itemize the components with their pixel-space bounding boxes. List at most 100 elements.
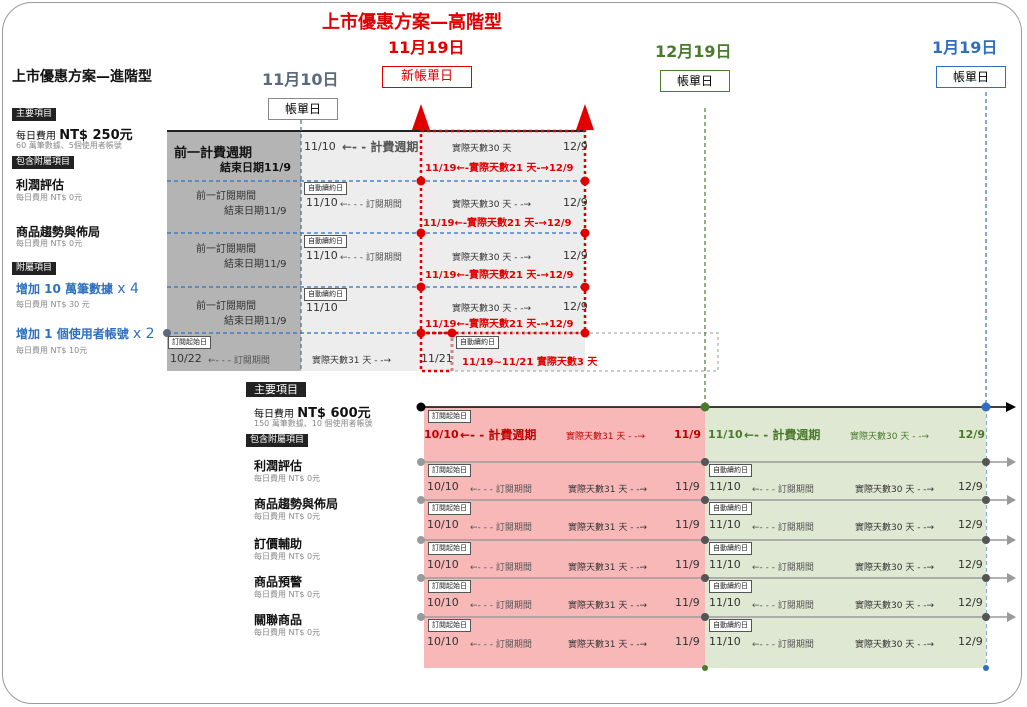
sub-actual: 實際天數30 天 - -→ xyxy=(452,200,532,210)
date-1219: 12月19日 xyxy=(655,42,732,61)
sub-start-badge: 訂閱起始日 xyxy=(428,580,471,593)
sub-label: ←- - - 訂閱期間 xyxy=(340,200,402,210)
first-sub-actual: 實際天數31 天 - -→ xyxy=(568,601,648,611)
billing-label: ←- - 計費週期 xyxy=(342,140,419,154)
first-sub-start: 10/10 xyxy=(427,596,459,609)
item-name: 關聯商品 xyxy=(254,613,303,627)
item-fee: 每日費用 NT$ 0元 xyxy=(16,239,83,248)
first-sub-label: ←- - - 訂閱期間 xyxy=(470,523,532,533)
auto-renew-badge: 自動續約日 xyxy=(304,235,347,248)
first-sub-end: 11/9 xyxy=(675,558,700,571)
sub-start-badge: 訂閱起始日 xyxy=(168,336,211,349)
sub-start: 11/10 xyxy=(306,249,338,262)
new-billing-day-box: 新帳單日 xyxy=(382,66,472,88)
first-sub-end: 11/9 xyxy=(675,518,700,531)
first-sub-start: 10/10 xyxy=(427,558,459,571)
auto-renew-badge: 自動續約日 xyxy=(304,288,347,301)
second-sub-actual: 實際天數30 天 - -→ xyxy=(855,563,935,573)
sub-start: 11/10 xyxy=(306,301,338,314)
auto-renew-badge: 自動續約日 xyxy=(709,542,752,555)
second-sub-start: 11/10 xyxy=(709,480,741,493)
first-sub-label: ←- - - 訂閱期間 xyxy=(470,640,532,650)
second-sub-actual: 實際天數30 天 - -→ xyxy=(855,601,935,611)
main-fee: 每日費用 NT$ 600元 xyxy=(254,406,371,421)
item-fee: 每日費用 NT$ 0元 xyxy=(254,590,321,599)
date-1110: 11月10日 xyxy=(262,70,339,89)
auto-renew-badge: 自動續約日 xyxy=(304,182,347,195)
addon-tag: 附屬項目 xyxy=(12,262,57,275)
billing-red: 11/19←-實際天數21 天-→12/9 xyxy=(425,163,574,174)
prev-sub-end: 結束日期11/9 xyxy=(224,316,287,327)
billing-start: 11/10 xyxy=(304,140,336,153)
sub-start-badge: 訂閱起始日 xyxy=(428,502,471,515)
addon-name: 增加 10 萬筆數據 x 4 xyxy=(16,281,139,297)
included-tag: 包含附屬項目 xyxy=(12,156,75,169)
item-fee: 每日費用 NT$ 0元 xyxy=(254,474,321,483)
second-sub-start: 11/10 xyxy=(709,558,741,571)
sub-start-badge: 訂閱起始日 xyxy=(428,542,471,555)
first-billing-label: ←- - 計費週期 xyxy=(460,428,537,442)
second-billing-actual: 實際天數30 天 - -→ xyxy=(850,432,930,442)
billing-end: 12/9 xyxy=(563,140,588,153)
item-fee: 每日費用 NT$ 0元 xyxy=(254,628,321,637)
prev-sub-label: 前一訂閱期間 xyxy=(196,301,256,312)
addon-end: 11/21 xyxy=(421,352,453,365)
item-fee: 每日費用 NT$ 0元 xyxy=(16,193,83,202)
first-billing-actual: 實際天數31 天 - -→ xyxy=(566,432,646,442)
first-sub-actual: 實際天數31 天 - -→ xyxy=(568,563,648,573)
upgrade-date: 11月19日 xyxy=(388,38,465,57)
second-sub-end: 12/9 xyxy=(958,596,983,609)
billing-day-box-1110: 帳單日 xyxy=(268,98,338,120)
first-sub-end: 11/9 xyxy=(675,480,700,493)
second-sub-label: ←- - - 訂閱期間 xyxy=(752,523,814,533)
first-sub-label: ←- - - 訂閱期間 xyxy=(470,485,532,495)
auto-renew-badge: 自動續約日 xyxy=(709,619,752,632)
second-sub-end: 12/9 xyxy=(958,558,983,571)
sub-start-badge: 訂閱起始日 xyxy=(428,619,471,632)
item-name: 商品預警 xyxy=(254,575,303,589)
second-sub-label: ←- - - 訂閱期間 xyxy=(752,601,814,611)
first-sub-start: 10/10 xyxy=(427,480,459,493)
prev-cycle-label: 前一計費週期 xyxy=(174,146,253,161)
addon-red: 11/19~11/21 實際天數3 天 xyxy=(462,357,598,368)
prev-sub-label: 前一訂閱期間 xyxy=(196,191,256,202)
sub-red: 11/19←-實際天數21 天-→12/9 xyxy=(425,319,574,330)
addon-fee: 每日費用 NT$ 30 元 xyxy=(16,300,90,309)
prev-sub-label: 前一訂閱期間 xyxy=(196,244,256,255)
addon-start: 10/22 xyxy=(170,352,202,365)
date-0119: 1月19日 xyxy=(932,38,998,57)
sub-actual: 實際天數30 天 - -→ xyxy=(452,253,532,263)
sub-end: 12/9 xyxy=(563,249,588,262)
second-sub-actual: 實際天數30 天 - -→ xyxy=(855,523,935,533)
first-sub-actual: 實際天數31 天 - -→ xyxy=(568,640,648,650)
first-sub-label: ←- - - 訂閱期間 xyxy=(470,601,532,611)
item-name: 利潤評估 xyxy=(16,178,65,192)
prev-sub-end: 結束日期11/9 xyxy=(224,206,287,217)
sub-start-badge: 訂閱起始日 xyxy=(428,410,471,423)
second-sub-label: ←- - - 訂閱期間 xyxy=(752,640,814,650)
second-sub-label: ←- - - 訂閱期間 xyxy=(752,563,814,573)
auto-renew-badge: 自動續約日 xyxy=(709,502,752,515)
first-billing-end: 11/9 xyxy=(674,428,701,441)
second-sub-start: 11/10 xyxy=(709,596,741,609)
main-desc: 60 萬筆數據、5個使用者帳號 xyxy=(16,141,122,150)
first-sub-actual: 實際天數31 天 - -→ xyxy=(568,485,648,495)
first-sub-actual: 實際天數31 天 - -→ xyxy=(568,523,648,533)
main-fee: 每日費用 NT$ 250元 xyxy=(16,128,133,143)
sub-actual: 實際天數30 天 - -→ xyxy=(452,304,532,314)
item-fee: 每日費用 NT$ 0元 xyxy=(254,552,321,561)
billing-day-box-1219: 帳單日 xyxy=(660,70,730,92)
addon-fee: 每日費用 NT$ 10元 xyxy=(16,346,88,355)
auto-renew-badge: 自動續約日 xyxy=(456,336,499,349)
upgrade-arrow-right xyxy=(576,104,594,130)
addon-actual: 實際天數31 天 - -→ xyxy=(312,356,392,366)
main-desc: 150 萬筆數據、10 個使用者帳號 xyxy=(254,419,373,428)
sub-end: 12/9 xyxy=(563,300,588,313)
first-billing-start: 10/10 xyxy=(424,428,459,441)
second-sub-actual: 實際天數30 天 - -→ xyxy=(855,640,935,650)
addon-name: 增加 1 個使用者帳號 x 2 xyxy=(16,326,155,342)
billing-actual: 實際天數30 天 xyxy=(452,144,512,154)
first-sub-label: ←- - - 訂閱期間 xyxy=(470,563,532,573)
item-name: 訂價輔助 xyxy=(254,537,303,551)
